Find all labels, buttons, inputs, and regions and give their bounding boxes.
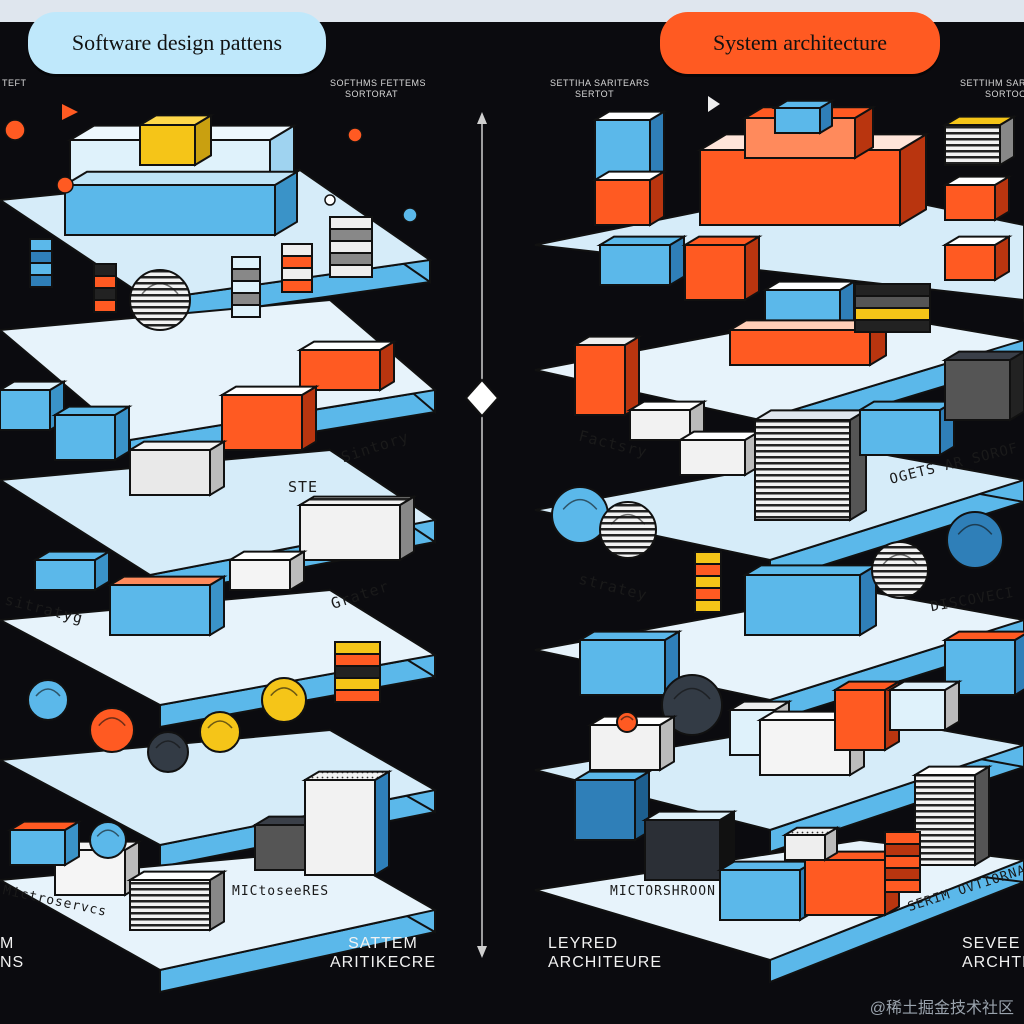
arrow-up-icon bbox=[477, 112, 487, 124]
left-red-block bbox=[218, 384, 320, 452]
left-cyl-4 bbox=[281, 243, 313, 293]
right-dark-box bbox=[941, 350, 1024, 422]
right-striped-cyl bbox=[571, 334, 643, 417]
left-dotted-tower bbox=[301, 769, 393, 877]
right-top-cube-2 bbox=[591, 169, 668, 227]
right-top-red bbox=[941, 174, 1013, 222]
right-striped-tower-2 bbox=[911, 764, 993, 867]
system-architecture-title: System architecture bbox=[660, 12, 940, 74]
right-blue-cube bbox=[576, 629, 683, 697]
right-blue-building bbox=[741, 563, 880, 637]
left-red-stack bbox=[296, 339, 398, 392]
left-pyramid-stack bbox=[334, 641, 381, 703]
left-cyl-1 bbox=[29, 238, 53, 288]
tiny-text-right-d: SORTOCE bbox=[985, 89, 1024, 99]
left-cyl-2 bbox=[93, 263, 117, 313]
right-striped-ball bbox=[871, 541, 929, 599]
right-small-white-2 bbox=[676, 429, 763, 477]
bottom-right-panel-caption: LEYRED ARCHITEURE bbox=[548, 935, 663, 971]
left-striped-block bbox=[296, 494, 418, 562]
left-cyl-5 bbox=[329, 216, 373, 278]
right-cone bbox=[946, 511, 1004, 569]
left-yellow-cube bbox=[136, 113, 215, 167]
left-striped-cube bbox=[126, 869, 228, 932]
right-pin-ball bbox=[616, 711, 638, 733]
left-edge-block bbox=[0, 379, 68, 432]
tiny-text-left-b: SORTORAT bbox=[345, 89, 399, 99]
left-small-ball bbox=[89, 821, 127, 859]
left-dark-ball bbox=[147, 731, 189, 773]
right-blue-open-cube bbox=[941, 630, 1024, 697]
left-blue-cube bbox=[51, 404, 133, 462]
right-small-cyl bbox=[694, 551, 722, 613]
decor-dot-1 bbox=[56, 176, 74, 194]
software-design-patterns-title: Software design pattens bbox=[28, 12, 326, 74]
bottom-right-edge-caption: SEVEE ARCHTE bbox=[962, 935, 1024, 971]
right-dark-cube bbox=[641, 809, 738, 882]
tiny-text-left-edge: TEFT bbox=[2, 78, 27, 88]
left-cyl-3 bbox=[231, 256, 261, 318]
left-yellow-ball-2 bbox=[261, 677, 307, 723]
tiny-text-left-a: SOFTHMS FETTEMS bbox=[330, 78, 426, 88]
decor-dot-3 bbox=[402, 207, 418, 223]
right-top-cube-1 bbox=[591, 109, 668, 182]
left-yellow-ball bbox=[199, 711, 241, 753]
left-white-cube bbox=[226, 549, 308, 592]
watermark: @稀土掘金技术社区 bbox=[869, 1000, 1014, 1017]
label-microservices-left-b: MICtoseeRES bbox=[232, 884, 330, 899]
left-blue-block bbox=[106, 574, 228, 637]
decor-dot-0 bbox=[4, 119, 26, 141]
right-pale-cube bbox=[886, 679, 963, 732]
left-orange-ball bbox=[89, 707, 135, 753]
decor-dot-2 bbox=[347, 127, 363, 143]
left-white-block bbox=[126, 439, 228, 497]
right-striped-sphere bbox=[599, 501, 657, 559]
triangle-pointer-icon bbox=[62, 104, 78, 120]
right-striped-tower bbox=[751, 408, 870, 522]
left-blue-ball bbox=[27, 679, 69, 721]
right-dark-dome bbox=[661, 674, 723, 736]
bottom-left-caption: M NS bbox=[0, 935, 25, 971]
label-ste: STE bbox=[288, 478, 319, 496]
left-corner-cube bbox=[6, 819, 83, 867]
triangle-pointer-icon bbox=[708, 96, 720, 112]
right-top-red-2 bbox=[941, 234, 1013, 282]
tiny-text-right-a: SETTIHA SARITEARS bbox=[550, 78, 650, 88]
right-top-yellow bbox=[941, 114, 1018, 167]
right-blue-flat bbox=[716, 859, 818, 922]
tiny-text-right-b: SERTOT bbox=[575, 89, 615, 99]
left-small-blue bbox=[31, 549, 113, 592]
right-blue-stack bbox=[856, 399, 958, 457]
bottom-left-panel-caption: SATTEM ARITIKECRE bbox=[330, 935, 437, 971]
label-microservices-right: MICTORSHROON bbox=[610, 884, 716, 899]
left-hero-base bbox=[61, 170, 301, 237]
right-hero-cap bbox=[771, 99, 836, 135]
arrow-down-icon bbox=[477, 946, 487, 958]
right-dark-stack bbox=[854, 283, 931, 333]
right-orange-box bbox=[681, 234, 763, 302]
right-dotted-cube bbox=[781, 826, 841, 862]
diamond-icon bbox=[464, 378, 500, 418]
tiny-text-right-c: SETTIHM SARITTA bbox=[960, 78, 1024, 88]
right-blue-box bbox=[596, 234, 688, 287]
right-blue-stack-2 bbox=[571, 769, 653, 842]
right-orange-stack bbox=[884, 831, 921, 893]
left-dome bbox=[129, 269, 191, 331]
decor-dot-4 bbox=[324, 194, 336, 206]
